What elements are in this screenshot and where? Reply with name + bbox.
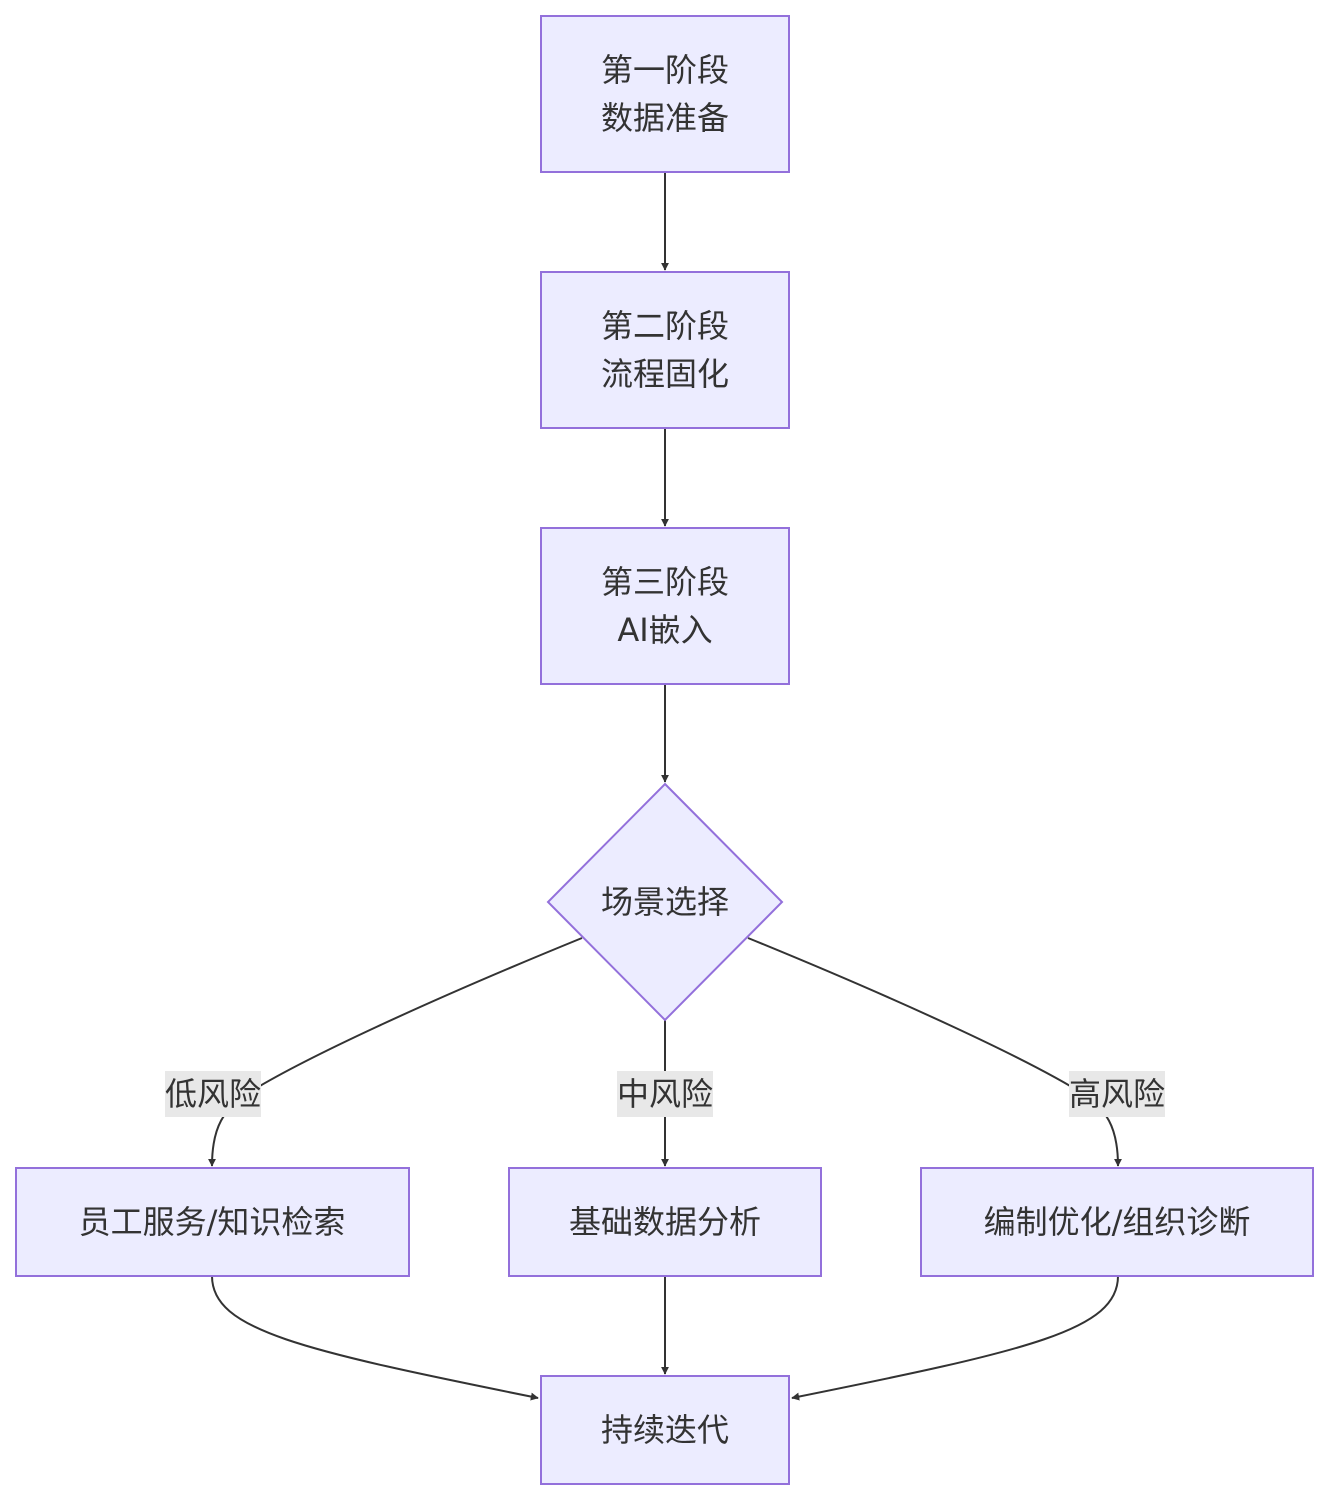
edge-high-iterate [791,1275,1119,1401]
edge-label-high-text: 高风险 [1069,1075,1165,1113]
node-iterate-label: 持续迭代 [601,1411,729,1449]
node-stage2: 第二阶段 流程固化 [540,271,790,429]
node-stage2-title: 第二阶段 [601,307,729,345]
node-stage1: 第一阶段 数据准备 [540,15,790,173]
node-decision-label: 场景选择 [601,883,729,921]
edge-decision-low [208,937,583,1167]
edge-decision-high [747,937,1122,1167]
edge-label-mid-text: 中风险 [617,1075,713,1113]
node-mid: 基础数据分析 [508,1167,822,1277]
node-low: 员工服务/知识检索 [15,1167,410,1277]
edge-label-high: 高风险 [1069,1071,1165,1117]
node-low-label: 员工服务/知识检索 [79,1203,346,1241]
edge-label-low: 低风险 [165,1071,261,1117]
node-decision: 场景选择 [546,782,784,1022]
node-stage3-title: 第三阶段 [601,563,729,601]
node-stage1-subtitle: 数据准备 [601,99,729,137]
node-high-label: 编制优化/组织诊断 [984,1203,1251,1241]
node-mid-label: 基础数据分析 [569,1203,761,1241]
node-stage2-subtitle: 流程固化 [601,355,729,393]
edge-low-iterate [211,1275,539,1401]
node-iterate: 持续迭代 [540,1375,790,1485]
node-stage3: 第三阶段 AI嵌入 [540,527,790,685]
node-stage3-subtitle: AI嵌入 [617,611,712,649]
node-stage1-title: 第一阶段 [601,51,729,89]
edge-label-mid: 中风险 [617,1071,713,1117]
edge-label-low-text: 低风险 [165,1075,261,1113]
node-high: 编制优化/组织诊断 [920,1167,1314,1277]
